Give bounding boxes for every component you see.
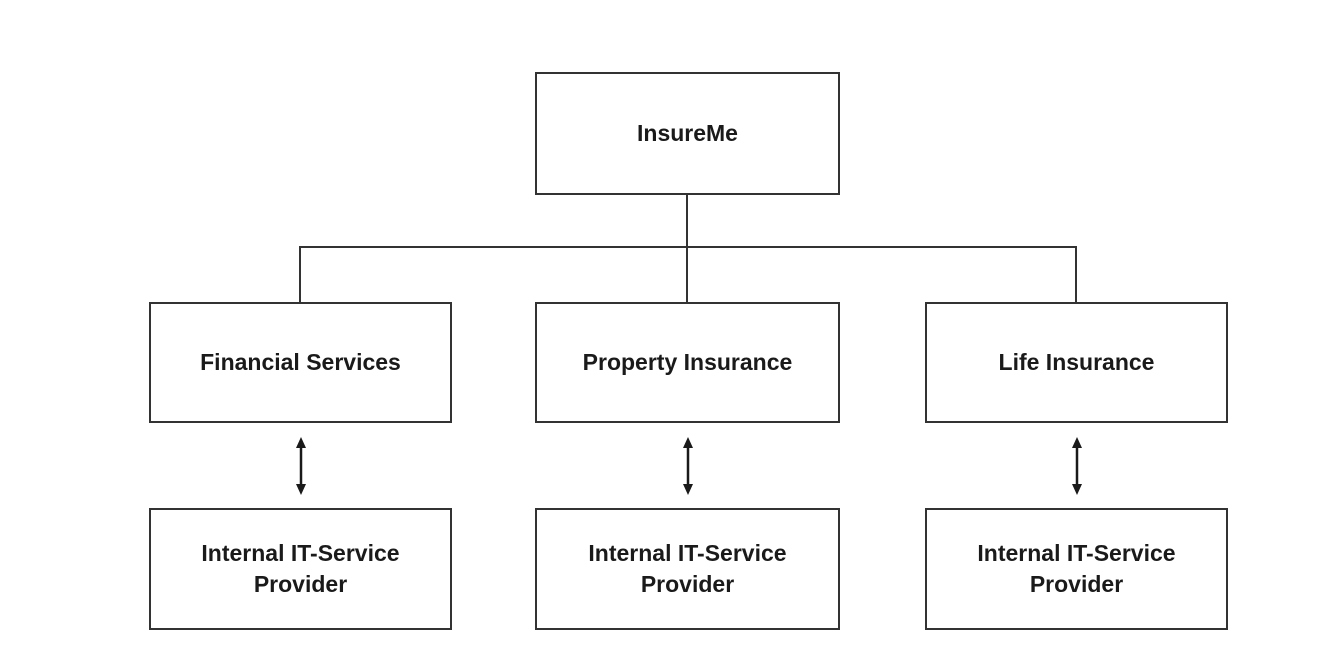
- connector-horizontal-line: [299, 246, 1077, 248]
- division-box-label: Financial Services: [200, 348, 401, 375]
- root-box-insureme: InsureMe: [535, 72, 840, 195]
- division-box-life-insurance: Life Insurance: [925, 302, 1228, 423]
- double-headed-arrow-icon: [683, 437, 693, 495]
- division-box-property-insurance: Property Insurance: [535, 302, 840, 423]
- it-provider-box-financial: Internal IT-Service Provider: [149, 508, 452, 630]
- division-box-financial-services: Financial Services: [149, 302, 452, 423]
- connector-drop-line-life: [1075, 246, 1077, 302]
- it-provider-box-label: Internal IT-Service Provider: [977, 539, 1176, 597]
- connector-root-vertical-line: [686, 195, 688, 248]
- root-box-label: InsureMe: [637, 119, 738, 146]
- double-headed-arrow-icon: [296, 437, 306, 495]
- double-headed-arrow-icon: [1072, 437, 1082, 495]
- it-provider-box-property: Internal IT-Service Provider: [535, 508, 840, 630]
- division-box-label: Property Insurance: [582, 348, 793, 375]
- connector-drop-line-financial: [299, 246, 301, 302]
- it-provider-box-label: Internal IT-Service Provider: [588, 539, 787, 597]
- connector-drop-line-property: [686, 246, 688, 302]
- it-provider-box-life: Internal IT-Service Provider: [925, 508, 1228, 630]
- it-provider-box-label: Internal IT-Service Provider: [201, 539, 400, 597]
- division-box-label: Life Insurance: [998, 348, 1155, 375]
